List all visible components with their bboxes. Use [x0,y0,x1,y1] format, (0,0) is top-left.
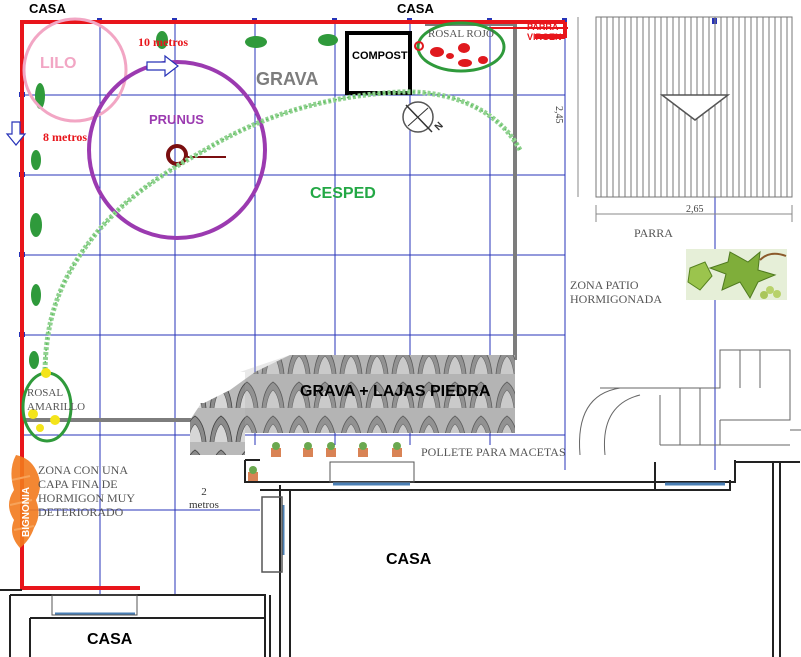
house-bottom-left [0,589,271,657]
zona-patio-label: ZONA PATIO HORMIGONADA [570,278,662,306]
flower-pot-icon [271,442,281,457]
casa-label-top-mid: CASA [397,1,434,16]
dimension-8m: 8 metros [43,130,88,144]
dimension-10m: 10 metros [138,35,189,49]
flower-pot-icon [392,442,402,457]
parra-virgen-label: PARRA VIRGEN [527,22,562,43]
rosal-rojo-label: ROSAL ROJO [428,28,494,40]
flower-pot-icon [303,442,313,457]
dimension-265: 2,65 [686,204,704,215]
house-windows [281,482,725,555]
casa-label-bottom-left: CASA [87,631,133,648]
gravel-stone-area [190,355,515,455]
lilo-tree-canopy [22,17,128,123]
house-main [244,459,800,657]
bignonia-label: BIGNONIA [21,487,32,537]
garden-path [42,89,523,376]
dimension-245: 2,45 [553,106,564,124]
rosal-amarillo-label: ROSAL AMARILLO [27,387,86,414]
prunus-tree-canopy [87,60,267,240]
pergola-arrow-icon [659,94,731,121]
dimension-2m: 2 metros [189,486,219,512]
flower-pot-icon [358,442,368,457]
pollete-label: POLLETE PARA MACETAS [421,445,566,459]
yellow-roses [28,368,60,432]
parra-virgen-marker [535,34,565,39]
red-rose-bed [416,21,506,73]
casa-label-top-left: CASA [29,1,66,16]
patio-outlines [579,349,801,456]
grava-label: GRAVA [256,69,319,89]
shrub-icon [156,31,168,49]
shrub-icon [245,36,267,48]
parra-label: PARRA [634,226,673,240]
shrub-icon [318,34,338,46]
compost-label: COMPOST [352,50,408,62]
red-roses [430,43,488,67]
zona-capa-label: ZONA CON UNA CAPA FINA DE HORMIGON MUY D… [38,463,136,520]
flower-pots [248,442,402,481]
grava-lajas-label: GRAVA + LAJAS PIEDRA [300,383,491,400]
lilo-label: LILO [40,55,77,72]
arrow-down-icon [5,121,27,146]
shrub-icon [31,284,41,306]
shrub-icon [31,150,41,170]
prunus-label: PRUNUS [149,112,204,127]
cesped-label: CESPED [310,185,376,202]
measurement-grid [22,20,716,596]
shrub-icon [29,351,39,369]
flower-pot-icon [248,466,258,481]
arrow-right-icon [146,54,179,78]
flower-pot-icon [326,442,336,457]
grape-vine-photo-icon [686,249,787,300]
casa-label-center: CASA [386,551,432,568]
shrub-icon [30,213,42,237]
compost-bin [345,31,412,95]
